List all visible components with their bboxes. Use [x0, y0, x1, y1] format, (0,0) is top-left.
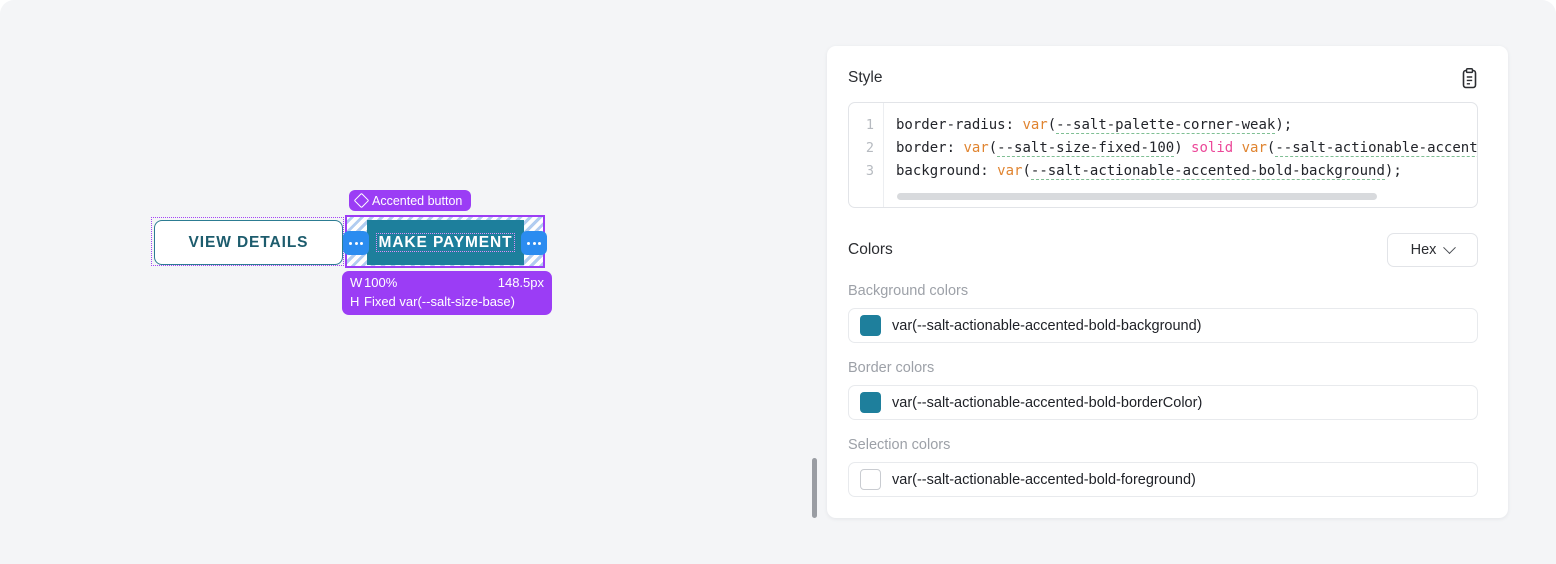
code-line-numbers: 1 2 3 — [849, 103, 884, 207]
color-swatch[interactable] — [860, 315, 881, 336]
resize-handle-left-icon[interactable] — [343, 231, 369, 255]
component-type-badge[interactable]: Accented button — [349, 190, 472, 211]
code-line-1: border-radius: var(--salt-palette-corner… — [896, 117, 1293, 134]
background-color-row[interactable]: var(--salt-actionable-accented-bold-back… — [848, 308, 1478, 343]
chevron-down-icon — [1443, 240, 1457, 254]
selection-colors-label: Selection colors — [848, 437, 951, 453]
color-format-value: Hex — [1410, 242, 1437, 258]
properties-panel: Style 1 2 3 border-radius: var(--salt-pa… — [827, 46, 1508, 518]
view-details-button[interactable]: VIEW DETAILS — [154, 220, 343, 265]
line-number: 1 — [865, 117, 874, 133]
size-row-height: H Fixed var(--salt-size-base) — [350, 292, 544, 311]
color-token-label: var(--salt-actionable-accented-bold-fore… — [892, 471, 1196, 488]
colors-section-header: Colors Hex — [848, 233, 1478, 267]
code-horizontal-scrollbar[interactable] — [897, 193, 1377, 200]
clipboard-icon[interactable] — [1461, 67, 1478, 89]
resize-handle-right-icon[interactable] — [521, 231, 547, 255]
size-height-mode: Fixed var(--salt-size-base) — [364, 294, 515, 309]
line-number: 2 — [865, 140, 874, 156]
panel-vertical-scrollbar[interactable] — [812, 458, 817, 518]
make-payment-selection-box[interactable]: MAKE PAYMENT — [343, 215, 547, 268]
size-width-value: 148.5px — [497, 275, 544, 290]
diamond-icon — [353, 192, 370, 209]
make-payment-button[interactable]: MAKE PAYMENT — [367, 220, 524, 265]
color-token-label: var(--salt-actionable-accented-bold-bord… — [892, 394, 1203, 411]
view-details-selection-outline: VIEW DETAILS — [151, 217, 344, 266]
code-content[interactable]: border-radius: var(--salt-palette-corner… — [884, 103, 1477, 207]
style-section-title: Style — [848, 69, 883, 86]
selection-color-row[interactable]: var(--salt-actionable-accented-bold-fore… — [848, 462, 1478, 497]
component-type-label: Accented button — [372, 193, 463, 208]
size-info-tooltip: W 100% 148.5px H Fixed var(--salt-size-b… — [342, 271, 552, 315]
size-height-value: var(--salt-size-base) — [399, 294, 515, 309]
code-line-3: background: var(--salt-actionable-accent… — [896, 163, 1402, 180]
make-payment-label: MAKE PAYMENT — [375, 232, 516, 253]
size-height-key: H — [350, 294, 360, 309]
design-canvas[interactable]: VIEW DETAILS Accented button MAKE PAYMEN… — [0, 0, 810, 564]
color-swatch[interactable] — [860, 392, 881, 413]
background-colors-label: Background colors — [848, 283, 969, 299]
style-section-header: Style — [848, 66, 1478, 90]
line-number: 3 — [865, 163, 874, 179]
size-width-key: W — [350, 275, 363, 290]
color-token-label: var(--salt-actionable-accented-bold-back… — [892, 317, 1202, 334]
colors-section-title: Colors — [848, 241, 893, 258]
color-swatch[interactable] — [860, 469, 881, 490]
view-details-label: VIEW DETAILS — [188, 233, 309, 251]
border-colors-label: Border colors — [848, 360, 935, 376]
size-row-width: W 100% 148.5px — [350, 273, 544, 292]
style-code-editor[interactable]: 1 2 3 border-radius: var(--salt-palette-… — [848, 102, 1478, 208]
color-format-select[interactable]: Hex — [1387, 233, 1478, 267]
code-line-2: border: var(--salt-size-fixed-100) solid… — [896, 137, 1477, 160]
border-color-row[interactable]: var(--salt-actionable-accented-bold-bord… — [848, 385, 1478, 420]
size-width-mode: 100% — [364, 275, 398, 290]
